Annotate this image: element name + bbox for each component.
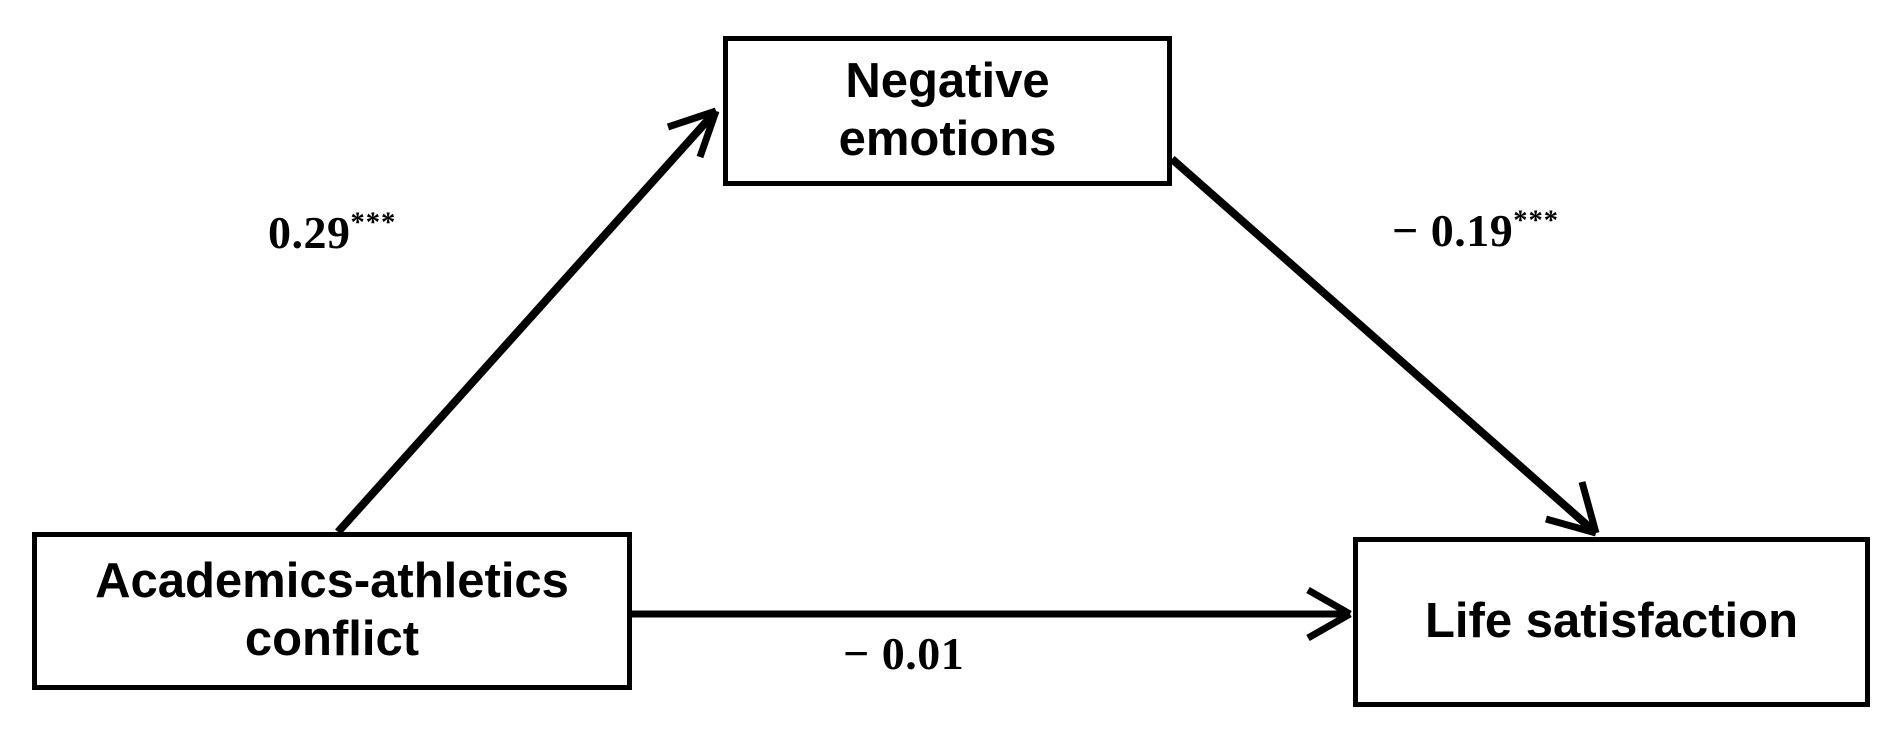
path-b-significance: *** bbox=[1513, 205, 1559, 237]
path-arrow-a bbox=[335, 107, 720, 535]
node-academics-athletics-conflict[interactable]: Academics-athletics conflict bbox=[32, 532, 632, 690]
node-predictor-label: Academics-athletics conflict bbox=[95, 554, 569, 666]
path-arrow-c bbox=[632, 586, 1352, 642]
node-life-satisfaction[interactable]: Life satisfaction bbox=[1353, 537, 1870, 707]
path-coefficient-a: 0.29*** bbox=[268, 206, 396, 259]
path-c-minus-sign: − bbox=[843, 628, 882, 679]
path-a-value: 0.29 bbox=[268, 207, 351, 258]
path-b-minus-sign: − bbox=[1392, 205, 1431, 256]
path-a-significance: *** bbox=[350, 207, 397, 239]
node-negative-emotions[interactable]: Negative emotions bbox=[723, 36, 1172, 186]
path-c-value: 0.01 bbox=[881, 628, 965, 679]
path-arrow-b bbox=[1169, 156, 1600, 537]
node-mediator-label: Negative emotions bbox=[838, 54, 1057, 166]
node-outcome-label: Life satisfaction bbox=[1424, 594, 1799, 649]
path-coefficient-c: − 0.01 bbox=[843, 627, 964, 680]
path-b-value: 0.19 bbox=[1430, 205, 1514, 256]
path-coefficient-b: − 0.19*** bbox=[1392, 204, 1559, 257]
